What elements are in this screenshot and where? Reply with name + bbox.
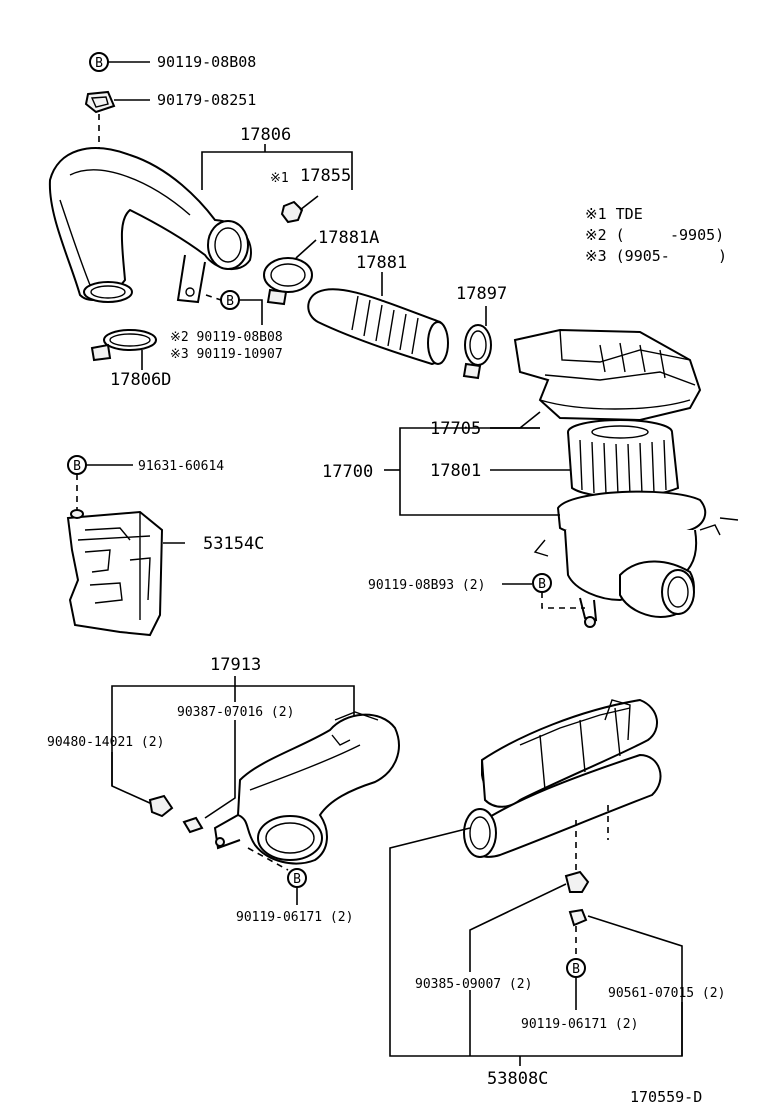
intake-duct-17806 [48, 147, 252, 304]
bracket-53808C [389, 827, 683, 1057]
label-90387-07016: 90387-07016 (2) [177, 705, 294, 720]
label-91631-60614: 91631-60614 [138, 459, 224, 474]
grommet-90385-09007 [564, 870, 590, 893]
note-2-end: -9905) [670, 226, 724, 244]
svg-text:B: B [73, 459, 81, 474]
diagram-id: 170559-D [630, 1088, 702, 1106]
svg-text:B: B [293, 872, 301, 887]
label-17913: 17913 [210, 655, 261, 675]
label-53808C: 53808C [487, 1069, 548, 1089]
label-90119-06171-a: 90119-06171 (2) [236, 910, 353, 925]
label-17881A: 17881A [318, 228, 379, 248]
air-cleaner-cap-17705 [513, 328, 702, 422]
label-17801: 17801 [430, 461, 481, 481]
bracket-17700 [399, 427, 560, 516]
hose-17881 [307, 288, 449, 366]
note-3-end: ) [718, 247, 727, 265]
label-17881: 17881 [356, 253, 407, 273]
label-90119-06171-b: 90119-06171 (2) [521, 1017, 638, 1032]
svg-text:B: B [538, 577, 546, 592]
label-17897: 17897 [456, 284, 507, 304]
bolt-marker-b-53808C: B [566, 958, 586, 978]
grommet-90480-14021 [148, 794, 174, 818]
bolt-marker-b-bracket: B [220, 290, 240, 310]
bolt-marker-b-53154C: B [67, 455, 87, 475]
clip-90179-08251 [84, 90, 116, 114]
resonator-53808C [463, 698, 662, 858]
bolt-marker-b-top: B [89, 52, 109, 72]
clamp-17897 [462, 324, 492, 380]
filter-element-17801 [567, 419, 680, 498]
label-90179-08251: 90179-08251 [157, 91, 256, 109]
label-17806D: 17806D [110, 370, 171, 390]
label-17806: 17806 [240, 125, 291, 145]
note-1: ※1 TDE [585, 205, 643, 223]
label-90480-14021: 90480-14021 (2) [47, 735, 164, 750]
label-90119-08B08-top: 90119-08B08 [157, 53, 256, 71]
label-17855: 17855 [300, 166, 351, 186]
clamp-17806D [90, 329, 157, 362]
bracket-17806 [201, 151, 353, 190]
label-17705: 17705 [430, 419, 481, 439]
air-cleaner-case [533, 490, 739, 628]
label-90385-09007: 90385-09007 (2) [415, 977, 532, 992]
collar-90561-07015 [568, 908, 588, 927]
bracket-17913 [111, 685, 355, 786]
label-17700: 17700 [322, 462, 373, 482]
collar-90387-07016 [182, 816, 204, 834]
note-3-start: ※3 (9905- [585, 247, 670, 265]
svg-text:B: B [572, 962, 580, 977]
svg-text:B: B [226, 294, 234, 309]
label-90119-08B93: 90119-08B93 (2) [368, 578, 485, 593]
note-2-start: ※2 ( [585, 226, 625, 244]
svg-text:B: B [95, 56, 103, 71]
clamp-17881A [263, 257, 313, 306]
label-90119-10907: ※3 90119-10907 [170, 347, 283, 362]
cover-53154C [66, 509, 164, 637]
duct-17913 [213, 711, 400, 865]
label-53154C: 53154C [203, 534, 264, 554]
bolt-marker-b-case: B [532, 573, 552, 593]
bolt-marker-b-17913: B [287, 868, 307, 888]
label-90119-08B08-alt: ※2 90119-08B08 [170, 330, 283, 345]
label-90561-07015: 90561-07015 (2) [608, 986, 725, 1001]
label-17855-mark: ※1 [270, 171, 289, 186]
nut-17855 [280, 200, 304, 224]
